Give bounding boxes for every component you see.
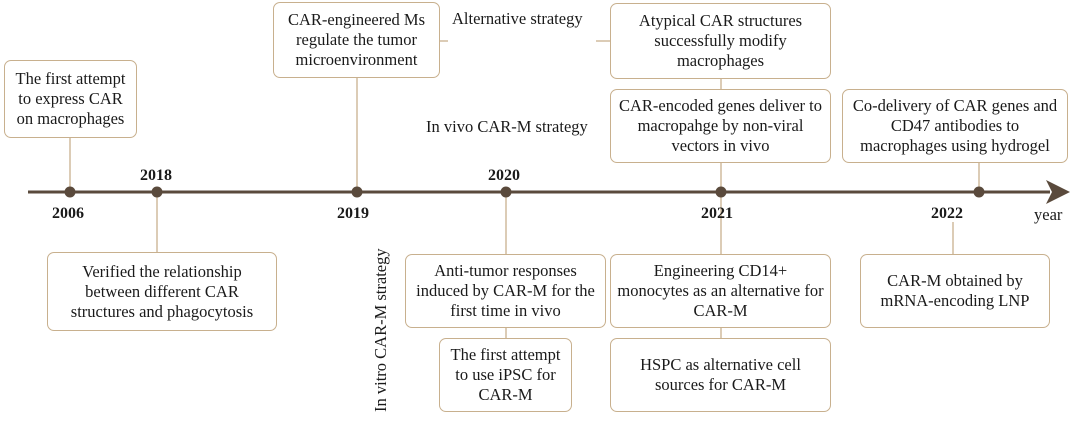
in-vitro-strategy-label: In vitro CAR-M strategy bbox=[371, 248, 390, 412]
event-2021-non-viral-vectors: CAR-encoded genes deliver to macropahge … bbox=[610, 89, 831, 163]
event-2022-hydrogel-codelivery: Co-delivery of CAR genes and CD47 antibo… bbox=[842, 89, 1068, 163]
event-2018-car-phagocytosis: Verified the relationship between differ… bbox=[47, 252, 277, 331]
year-label-2020: 2020 bbox=[488, 167, 520, 184]
year-label-2021: 2021 bbox=[701, 205, 733, 222]
year-dot-2019 bbox=[351, 186, 363, 198]
year-dot-2020 bbox=[500, 186, 512, 198]
year-dot-2021 bbox=[715, 186, 727, 198]
year-dot-2018 bbox=[151, 186, 163, 198]
event-2021-hspc: HSPC as alternative cell sources for CAR… bbox=[610, 338, 831, 412]
alternative-strategy-label: Alternative strategy bbox=[452, 9, 583, 28]
year-label-2022: 2022 bbox=[931, 205, 963, 222]
event-2020-in-vivo-antitumor: Anti-tumor responses induced by CAR-M fo… bbox=[405, 254, 606, 328]
axis-arrowhead bbox=[1046, 180, 1070, 204]
in-vivo-strategy-label: In vivo CAR-M strategy bbox=[426, 117, 588, 136]
axis-label: year bbox=[1034, 205, 1063, 224]
year-dot-2022 bbox=[973, 186, 985, 198]
year-label-2006: 2006 bbox=[52, 205, 84, 222]
year-label-2019: 2019 bbox=[337, 205, 369, 222]
event-2020-ipsc: The first attempt to use iPSC for CAR-M bbox=[439, 338, 572, 412]
event-2021-atypical-car: Atypical CAR structures successfully mod… bbox=[610, 3, 831, 79]
event-2006-first-car-macrophage: The first attempt to express CAR on macr… bbox=[4, 60, 137, 138]
event-2019-tumor-microenvironment: CAR-engineered Ms regulate the tumor mic… bbox=[273, 2, 440, 78]
event-2021-cd14-monocytes: Engineering CD14+ monocytes as an altern… bbox=[610, 254, 831, 328]
year-label-2018: 2018 bbox=[140, 167, 172, 184]
year-dot-2006 bbox=[64, 186, 76, 198]
event-2022-mrna-lnp: CAR-M obtained by mRNA-encoding LNP bbox=[860, 254, 1050, 328]
